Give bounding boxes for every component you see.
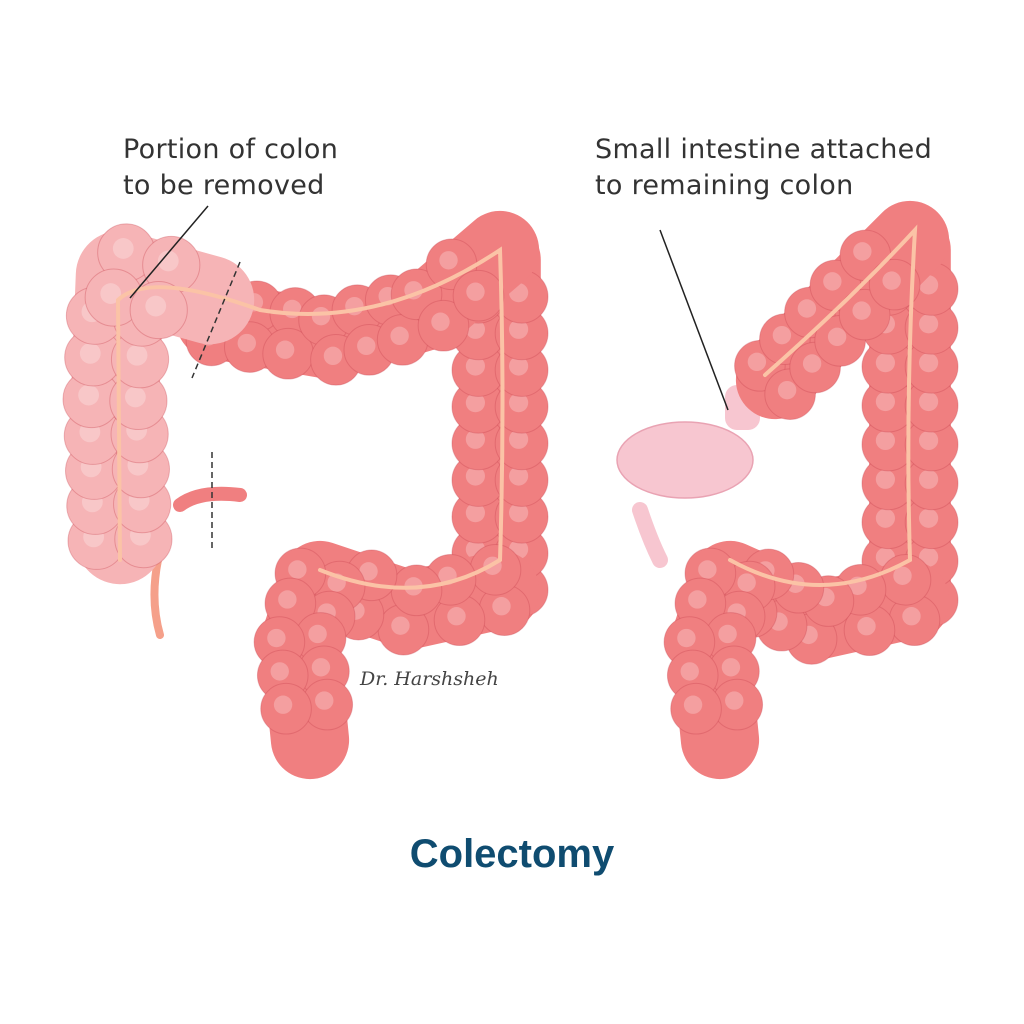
highlight [737, 573, 756, 592]
highlight [725, 691, 744, 710]
highlight [267, 628, 286, 648]
highlight [273, 695, 293, 714]
highlight [465, 466, 485, 486]
highlight [508, 429, 529, 449]
small-intestine [616, 421, 754, 499]
highlight [145, 295, 167, 317]
highlight [390, 326, 409, 346]
highlight [359, 562, 378, 581]
highlight [875, 508, 896, 528]
highlight [311, 658, 331, 677]
highlight [270, 662, 289, 681]
haustra [452, 269, 505, 322]
highlight [126, 344, 148, 366]
highlight [357, 336, 376, 356]
highlight [882, 271, 901, 290]
highlight [100, 283, 122, 304]
highlight [919, 547, 939, 567]
highlight [465, 393, 485, 413]
highlight [492, 597, 511, 616]
highlight [919, 314, 939, 334]
highlight [777, 380, 797, 400]
label-line: Portion of colon [123, 134, 339, 165]
highlight [919, 469, 939, 489]
highlight [919, 508, 939, 528]
highlight [718, 624, 737, 644]
highlight [680, 662, 699, 681]
highlight [465, 429, 485, 449]
highlight [875, 430, 896, 451]
highlight [772, 325, 792, 345]
highlight [688, 590, 707, 609]
highlight [311, 306, 331, 326]
highlight [508, 466, 529, 486]
label-small-intestine-attached: Small intestine attached to remaining co… [595, 132, 932, 204]
highlight [747, 352, 767, 372]
haustra [260, 682, 312, 735]
highlight [852, 301, 871, 320]
pointer-line-right [659, 229, 729, 411]
highlight [721, 658, 741, 677]
highlight [288, 560, 307, 579]
highlight [323, 346, 343, 366]
colon-before-surgery [62, 210, 549, 780]
highlight [857, 617, 876, 636]
highlight [508, 356, 529, 376]
highlight [919, 430, 939, 451]
haustra [868, 258, 921, 311]
highlight [508, 319, 529, 339]
ileum-stump [173, 486, 247, 512]
highlight [447, 607, 466, 626]
figure-title: Colectomy [409, 832, 615, 876]
highlight [124, 386, 146, 408]
highlight [465, 503, 485, 523]
highlight [431, 312, 450, 331]
highlight [508, 503, 529, 523]
highlight [698, 560, 717, 579]
highlight [112, 238, 134, 259]
highlight [893, 566, 912, 585]
highlight [157, 250, 179, 272]
highlight [308, 624, 327, 644]
highlight [853, 242, 872, 261]
haustra [670, 682, 722, 735]
small-intestine-tail [632, 502, 668, 568]
cut-line-transverse [191, 261, 241, 379]
highlight [439, 251, 458, 270]
highlight [278, 590, 297, 609]
label-line: to be removed [123, 170, 325, 201]
colon-after-surgery [616, 200, 959, 780]
highlight [683, 695, 703, 714]
highlight [875, 391, 896, 412]
highlight [466, 282, 485, 301]
highlight [508, 393, 529, 413]
highlight [275, 340, 295, 359]
highlight [823, 272, 842, 291]
highlight [465, 356, 485, 376]
taenia-band [115, 246, 505, 590]
label-portion-removed: Portion of colon to be removed [123, 132, 338, 204]
highlight [875, 353, 896, 373]
highlight [919, 391, 939, 412]
label-line: to remaining colon [595, 170, 854, 201]
highlight [79, 342, 101, 364]
highlight [677, 628, 696, 648]
highlight [919, 353, 939, 373]
label-line: Small intestine attached [595, 134, 933, 165]
highlight [875, 469, 896, 489]
pointer-line-left [129, 205, 209, 299]
haustra [417, 299, 470, 352]
highlight [797, 299, 817, 318]
highlight [315, 691, 334, 710]
appendix [150, 556, 164, 639]
haustra [129, 280, 188, 340]
highlight [237, 333, 256, 353]
highlight [902, 607, 921, 626]
highlight [391, 616, 410, 635]
highlight [827, 327, 847, 347]
taenia-band [728, 224, 918, 587]
highlight [78, 384, 100, 406]
artist-signature: Dr. Harshsheh [360, 668, 499, 690]
highlight [802, 354, 822, 373]
